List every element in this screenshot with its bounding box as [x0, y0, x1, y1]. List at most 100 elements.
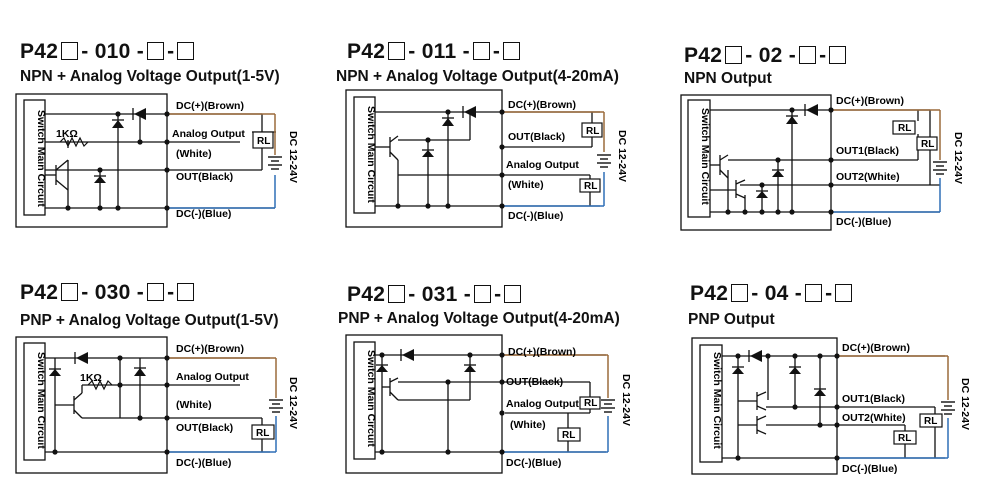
housing-outline [345, 334, 503, 474]
rl-label: RL [584, 181, 597, 192]
white-wire-label: (White) [176, 148, 212, 160]
panel-subtitle: PNP + Analog Voltage Output(1-5V) [20, 312, 279, 329]
option-box [474, 285, 492, 303]
option-box [725, 46, 743, 64]
rl-label: RL [562, 430, 575, 441]
diode-icon [134, 108, 146, 120]
zener-diode-icon [49, 369, 61, 376]
switch-main-circuit-label: Switch Main Circuit [35, 352, 47, 449]
zener-diode-icon [94, 176, 106, 183]
switch-main-circuit-box [353, 96, 376, 214]
pnp-transistor-icon [738, 391, 767, 411]
load-rl-box [251, 424, 275, 440]
switch-main-circuit-box [353, 341, 376, 460]
rl-label: RL [586, 126, 599, 137]
supply-label: DC 12-24V [620, 374, 632, 426]
option-box [177, 283, 195, 301]
zener-diode-icon [422, 150, 434, 157]
dc-minus-label: DC(-)(Blue) [506, 457, 561, 469]
switch-main-circuit-box [699, 344, 723, 463]
panel-subtitle: PNP Output [688, 311, 775, 328]
option-box [835, 284, 853, 302]
load-rl-box [892, 120, 916, 135]
model-code: P42- 031 -- [347, 283, 524, 307]
rl-label: RL [924, 416, 937, 427]
switch-main-circuit-box [23, 99, 46, 216]
diode-icon [464, 106, 476, 118]
supply-label: DC 12-24V [616, 130, 628, 182]
zener-diode-icon [732, 367, 744, 374]
rl-label: RL [898, 433, 911, 444]
dc-plus-label: DC(+)(Brown) [508, 99, 576, 111]
analog-output-label: Analog Output [172, 128, 245, 140]
rl-label: RL [256, 428, 269, 439]
resistor-label: 1KΩ [80, 372, 102, 384]
load-rl-box [581, 122, 603, 138]
out-label: OUT(Black) [506, 376, 563, 388]
out1-label: OUT1(Black) [836, 145, 899, 157]
rl-label: RL [257, 136, 270, 147]
load-rl-box [893, 430, 917, 445]
model-code: P42- 02 -- [684, 44, 849, 68]
panel-subtitle: NPN + Analog Voltage Output(1-5V) [20, 68, 280, 85]
out-label: OUT(Black) [176, 422, 233, 434]
supply-label: DC 12-24V [959, 378, 971, 430]
load-rl-box [579, 396, 601, 410]
model-code: P42- 030 -- [20, 281, 197, 305]
dc-plus-label: DC(+)(Brown) [842, 342, 910, 354]
dc-minus-label: DC(-)(Blue) [836, 216, 891, 228]
npn-transistor-icon [710, 154, 729, 179]
rl-label: RL [898, 123, 911, 134]
dc-plus-label: DC(+)(Brown) [176, 343, 244, 355]
switch-main-circuit-label: Switch Main Circuit [699, 108, 711, 205]
panel-subtitle: PNP + Analog Voltage Output(4-20mA) [338, 310, 620, 327]
switch-main-circuit-label: Switch Main Circuit [35, 110, 47, 207]
panel-subtitle: NPN + Analog Voltage Output(4-20mA) [336, 68, 619, 85]
option-box [805, 284, 823, 302]
zener-diode-icon [772, 170, 784, 177]
supply-label: DC 12-24V [287, 131, 299, 183]
option-box [388, 285, 406, 303]
dc-minus-label: DC(-)(Blue) [176, 208, 231, 220]
dc-plus-label: DC(+)(Brown) [836, 95, 904, 107]
diode-icon [442, 118, 454, 126]
option-box [61, 283, 79, 301]
pnp-transistor-icon [55, 385, 83, 419]
out2-label: OUT2(White) [842, 412, 906, 424]
model-code: P42- 010 -- [20, 40, 197, 64]
switch-main-circuit-label: Switch Main Circuit [365, 350, 377, 447]
option-box [503, 42, 521, 60]
switch-main-circuit-label: Switch Main Circuit [711, 352, 723, 449]
white-wire-label: (White) [510, 419, 546, 431]
pnp-transistor-icon [382, 377, 399, 401]
option-box [147, 283, 165, 301]
option-box [731, 284, 749, 302]
option-box [177, 42, 195, 60]
out-label: OUT(Black) [508, 131, 565, 143]
analog-output-label: Analog Output [506, 159, 579, 171]
rl-label: RL [584, 398, 597, 409]
load-rl-box [557, 427, 581, 442]
resistor-label: 1KΩ [56, 128, 78, 140]
switch-main-circuit-label: Switch Main Circuit [365, 106, 377, 203]
analog-output-label: Analog Output [176, 371, 249, 383]
housing-outline [15, 93, 168, 228]
dc-plus-label: DC(+)(Brown) [176, 100, 244, 112]
zener-diode-icon [464, 365, 476, 372]
resistor-icon [59, 136, 89, 148]
diode-icon [76, 352, 88, 364]
supply-label: DC 12-24V [952, 132, 964, 184]
diode-icon [786, 116, 798, 124]
option-box [799, 46, 817, 64]
white-wire-label: (White) [508, 179, 544, 191]
rl-label: RL [921, 139, 934, 150]
load-rl-box [579, 178, 601, 193]
diode-icon [112, 120, 124, 128]
dc-plus-label: DC(+)(Brown) [508, 346, 576, 358]
housing-outline [15, 336, 168, 474]
diode-icon [806, 104, 818, 116]
load-rl-box [919, 413, 943, 428]
zener-diode-icon [789, 367, 801, 374]
